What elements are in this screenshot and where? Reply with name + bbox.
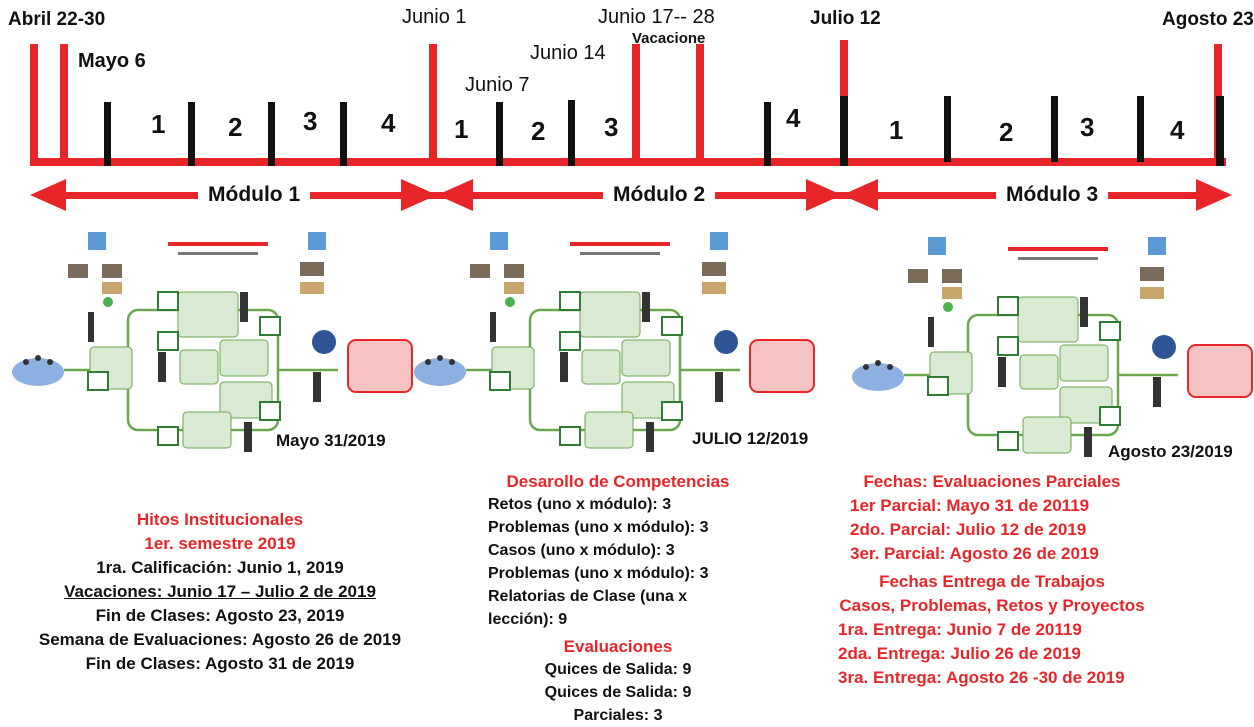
entrega-item: 3ra. Entrega: Agosto 26 -30 de 2019	[838, 668, 1125, 687]
hitos-item: 1ra. Calificación: Junio 1, 2019	[96, 558, 344, 577]
date-mayo6: Mayo 6	[78, 50, 146, 72]
date-junio7: Junio 7	[465, 74, 530, 96]
week-label: 4	[1170, 115, 1185, 145]
week-label: 3	[1080, 112, 1095, 142]
hitos-title: Hitos Institucionales	[136, 510, 304, 529]
competencias-item: Problemas (uno x módulo): 3	[488, 565, 709, 582]
week-label: 1	[151, 109, 166, 139]
week-label: 2	[228, 112, 243, 142]
entrega-item: 2da. Entrega: Julio 26 de 2019	[838, 644, 1081, 663]
diagram-3-date: Agosto 23/2019	[1108, 442, 1233, 461]
hitos-item: Semana de Evaluaciones: Agosto 26 de 201…	[38, 630, 402, 649]
date-junio1: Junio 1	[402, 6, 467, 28]
milestone-junio28	[696, 44, 704, 166]
competencias-item: Relatorias de Clase (una x lección): 9	[488, 588, 688, 628]
date-junio14: Junio 14	[530, 42, 606, 64]
competencias-item: Casos (uno x módulo): 3	[488, 542, 675, 559]
week-label: 1	[454, 114, 469, 144]
module-3-label: Módulo 3	[996, 183, 1109, 207]
competencias-panel: Desarollo de Competencias Retos (uno x m…	[488, 470, 748, 727]
evaluaciones-item: Quices de Salida: 9	[544, 684, 692, 701]
hitos-subtitle: 1er. semestre 2019	[144, 534, 296, 553]
week-label: 4	[786, 103, 801, 133]
week-label: 3	[604, 112, 619, 142]
date-julio12: Julio 12	[810, 8, 881, 29]
hitos-item: Fin de Clases: Agosto 31 de 2019	[85, 654, 355, 673]
fechas-item: 1er Parcial: Mayo 31 de 20119	[850, 496, 1090, 515]
week-label: 1	[889, 115, 904, 145]
date-vacaciones: Vacacione	[632, 30, 706, 47]
evaluaciones-item: Parciales: 3	[573, 707, 663, 724]
week-label: 2	[999, 117, 1014, 147]
competencias-item: Problemas (uno x módulo): 3	[488, 519, 709, 536]
fechas-title: Fechas: Evaluaciones Parciales	[863, 472, 1121, 491]
hitos-item: Vacaciones: Junio 17 – Julio 2 de 2019	[64, 582, 376, 601]
fechas-panel: Fechas: Evaluaciones Parciales 1er Parci…	[832, 470, 1152, 690]
module-2-label: Módulo 2	[603, 183, 716, 207]
hitos-panel: Hitos Institucionales 1er. semestre 2019…	[20, 508, 420, 676]
competencias-item: Retos (uno x módulo): 3	[488, 496, 672, 513]
entrega-subtitle: Casos, Problemas, Retos y Proyectos	[839, 596, 1145, 615]
diagram-2-date: JULIO 12/2019	[692, 429, 809, 448]
entrega-title: Fechas Entrega de Trabajos	[879, 572, 1105, 591]
competencias-title: Desarollo de Competencias	[506, 472, 730, 491]
date-abril: Abril 22-30	[8, 9, 106, 30]
week-dividers	[104, 96, 1224, 166]
diagram-1-date: Mayo 31/2019	[276, 431, 386, 450]
week-label: 4	[381, 108, 396, 138]
hitos-item: Fin de Clases: Agosto 23, 2019	[95, 606, 345, 625]
evaluaciones-title: Evaluaciones	[563, 637, 673, 656]
date-agosto23: Agosto 23	[1162, 9, 1254, 30]
week-label: 2	[531, 116, 546, 146]
milestone-junio1	[429, 44, 437, 166]
fechas-item: 2do. Parcial: Julio 12 de 2019	[850, 520, 1087, 539]
module-diagrams	[10, 230, 1254, 459]
fechas-item: 3er. Parcial: Agosto 26 de 2019	[850, 544, 1099, 563]
entrega-item: 1ra. Entrega: Junio 7 de 20119	[838, 620, 1082, 639]
milestone-junio17	[632, 44, 640, 166]
milestone-mayo6	[60, 44, 68, 166]
milestone-abril	[30, 44, 38, 166]
week-label: 3	[303, 106, 318, 136]
evaluaciones-item: Quices de Salida: 9	[544, 661, 692, 678]
timeline-baseline	[30, 158, 1226, 166]
module-1-label: Módulo 1	[198, 183, 311, 207]
date-junio17: Junio 17-- 28	[598, 6, 715, 28]
